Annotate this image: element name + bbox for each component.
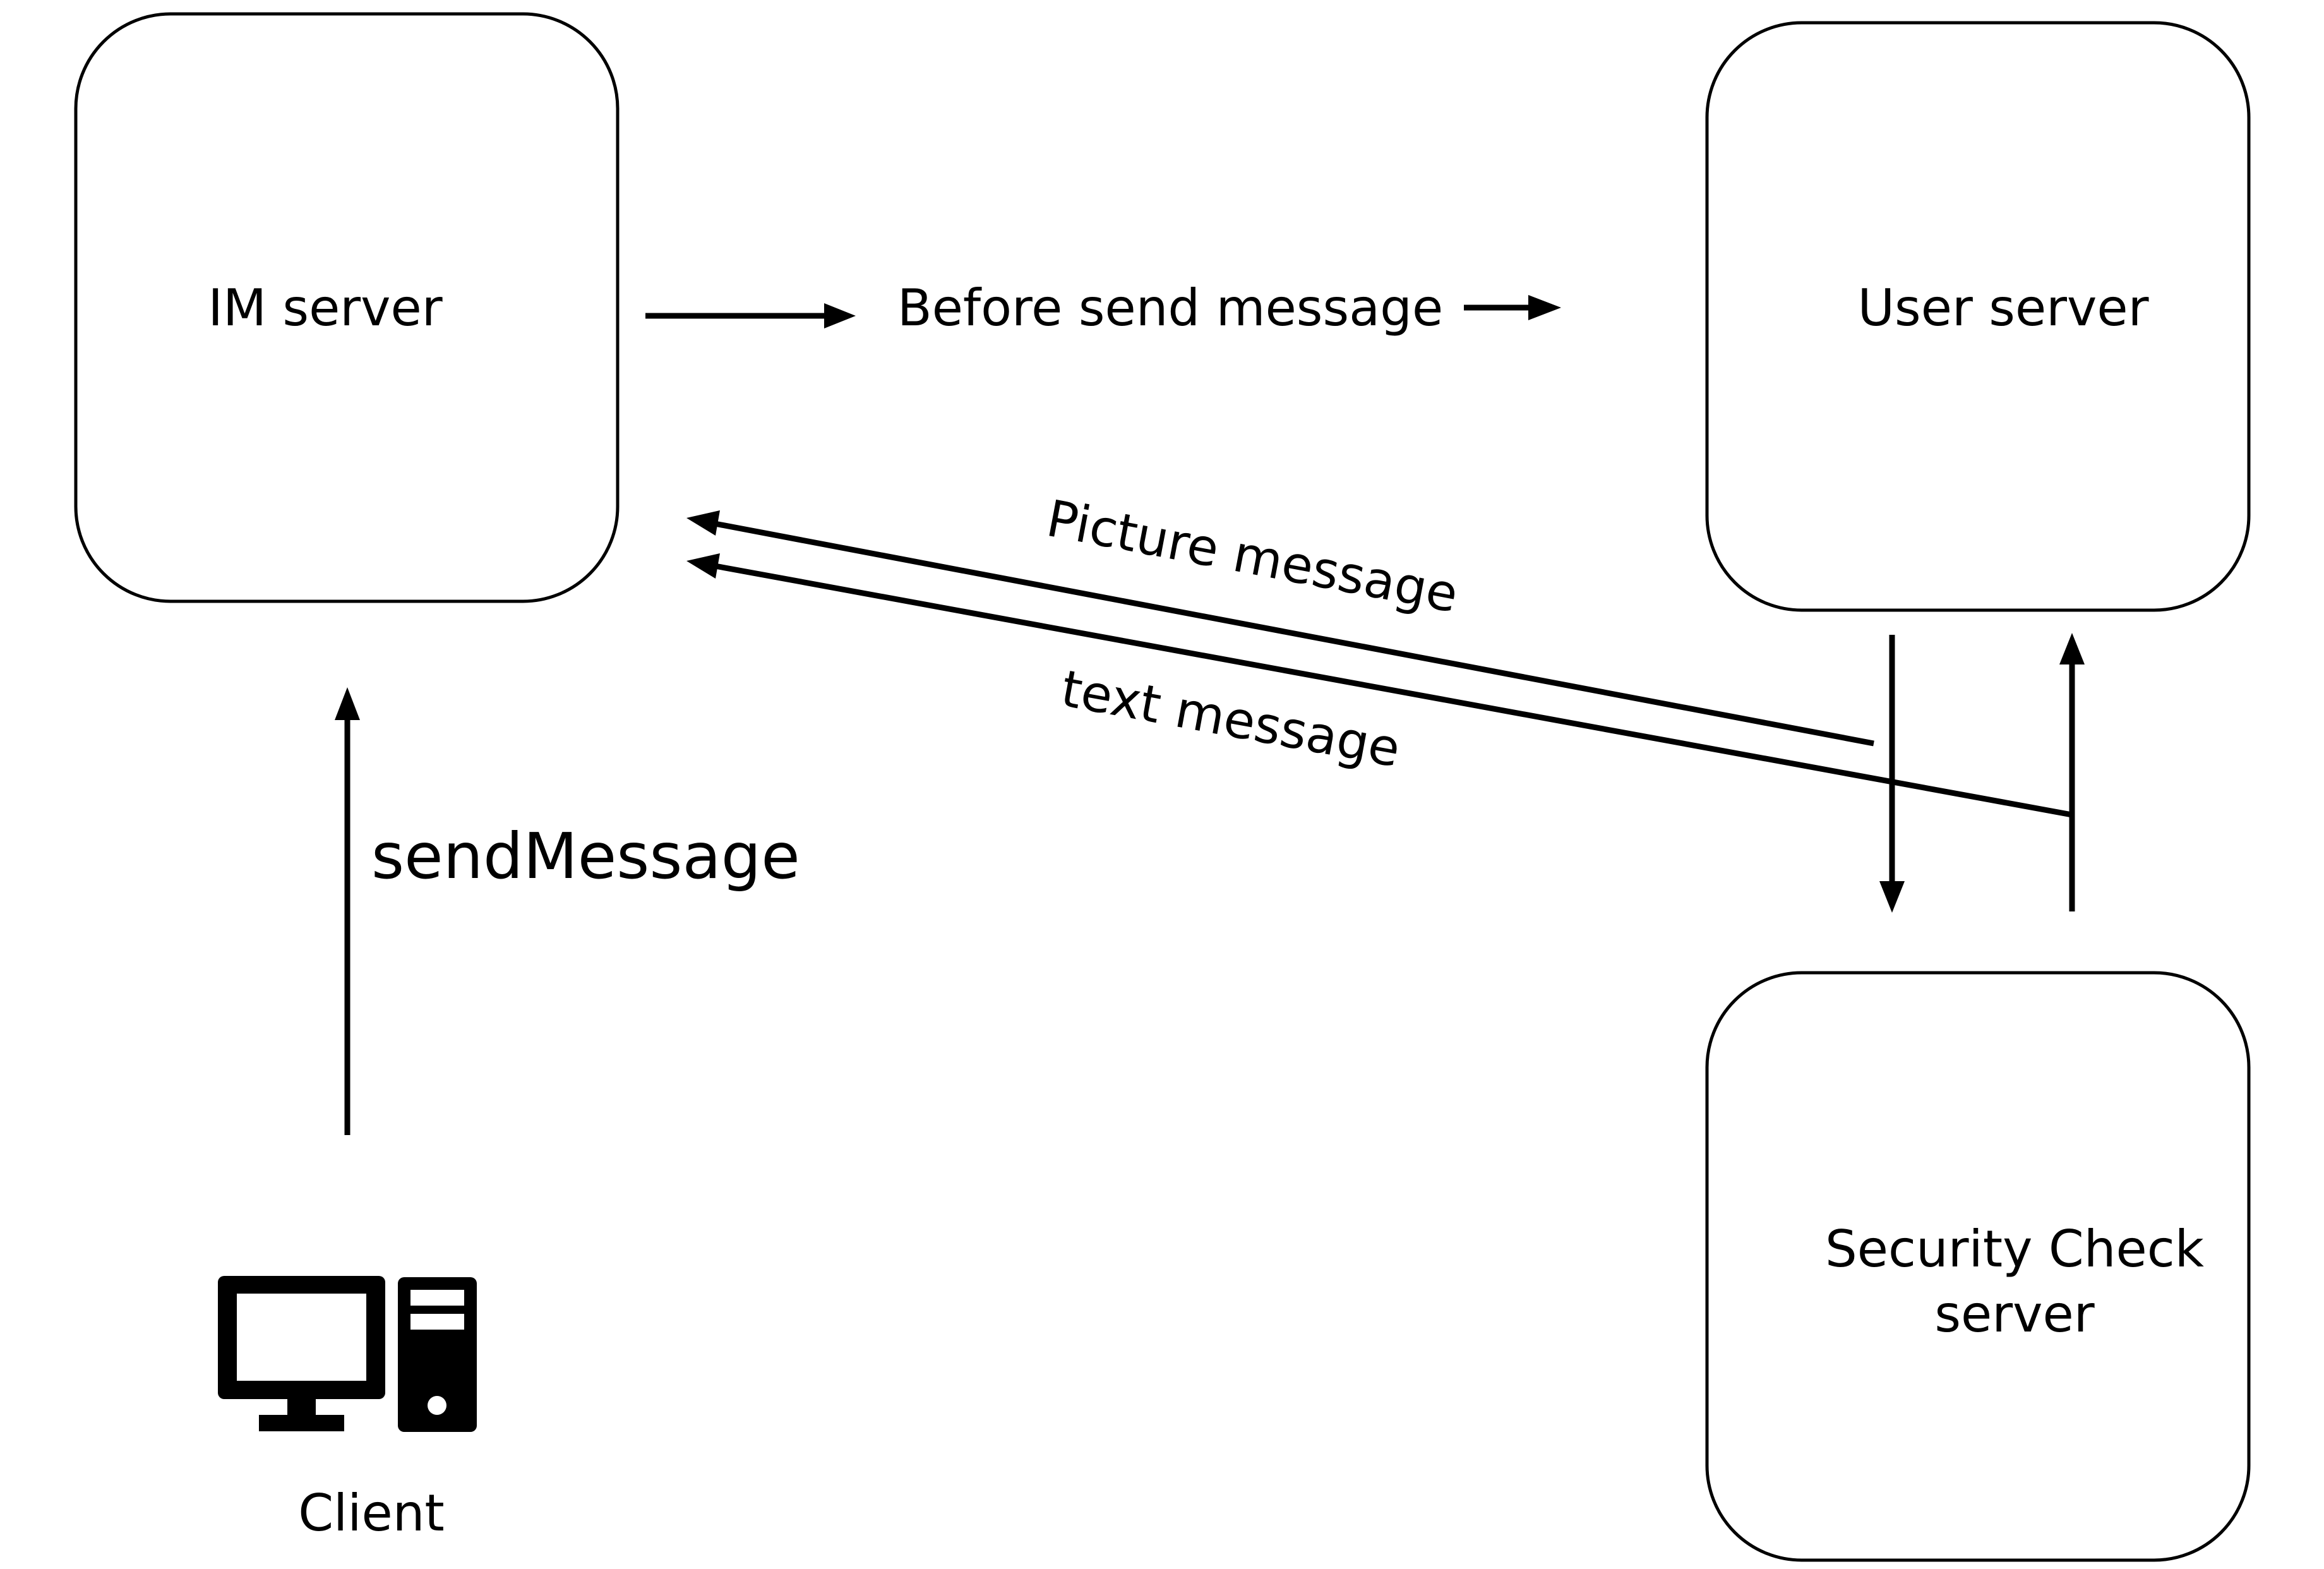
picture-message-label: Picture message <box>1042 489 1463 624</box>
security-to-user-arrow <box>2059 633 2085 911</box>
user-server-node: User server <box>1705 21 2251 612</box>
before-send-message-label: Before send message <box>897 279 1443 337</box>
text-message-arrow <box>686 553 2073 818</box>
desktop-computer-icon <box>218 1276 477 1432</box>
user-server-label: User server <box>1857 279 2148 337</box>
client-label: Client <box>298 1484 445 1542</box>
picture-message-arrow <box>686 510 1874 747</box>
security-check-server-label-line1: Security Check <box>1825 1220 2205 1278</box>
send-message-label: sendMessage <box>371 819 800 893</box>
send-message-arrow <box>335 687 360 1135</box>
hook-to-user-server-arrow <box>1464 295 1561 320</box>
user-to-security-arrow <box>1879 635 1905 913</box>
text-message-label: text message <box>1057 659 1405 778</box>
im-server-node: IM server <box>74 12 620 603</box>
security-check-server-node: Security Check server <box>1705 971 2251 1562</box>
im-server-label: IM server <box>208 279 442 337</box>
im-to-hook-arrow <box>645 303 856 328</box>
security-check-server-label-line2: server <box>1934 1285 2094 1344</box>
